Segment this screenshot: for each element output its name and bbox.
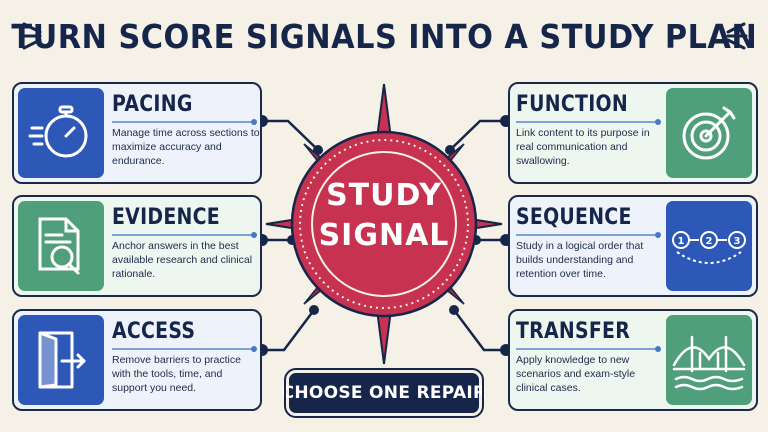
card-title: PACING (112, 92, 193, 117)
divider (112, 119, 257, 125)
stopwatch-icon (18, 88, 104, 178)
card-evidence: EVIDENCE Anchor answers in the best avai… (12, 195, 262, 297)
numbered-steps-icon: 1 2 3 (666, 201, 752, 291)
center-label-line1: STUDY (326, 178, 442, 213)
divider (516, 119, 661, 125)
card-pacing: PACING Manage time across sections to ma… (12, 82, 262, 184)
compass-emblem (265, 83, 503, 365)
page-title: TURN SCORE SIGNALS INTO A STUDY PLAN (11, 16, 757, 56)
choose-one-repair-button[interactable]: CHOOSE ONE REPAIR (282, 368, 486, 418)
divider (112, 346, 257, 352)
divider (516, 346, 661, 352)
divider (516, 232, 661, 238)
target-icon (666, 88, 752, 178)
card-access: ACCESS Remove barriers to practice with … (12, 309, 262, 411)
card-description: Anchor answers in the best available res… (112, 240, 253, 280)
card-description: Manage time across sections to maximize … (112, 127, 260, 167)
burst-lines-icon (726, 22, 748, 50)
step-label: 3 (734, 236, 741, 247)
card-transfer: TRANSFER Apply knowledge to new scenario… (508, 309, 758, 411)
step-label: 1 (678, 236, 685, 247)
center-label: STUDY SIGNAL (312, 176, 456, 256)
card-title: TRANSFER (516, 319, 631, 344)
card-title: FUNCTION (516, 92, 628, 117)
card-description: Remove barriers to practice with the too… (112, 354, 241, 394)
document-magnifier-icon (18, 201, 104, 291)
burst-lines-icon (20, 22, 42, 50)
step-label: 2 (706, 236, 713, 247)
card-sequence: SEQUENCE Study in a logical order that b… (508, 195, 758, 297)
divider (112, 232, 257, 238)
card-title: ACCESS (112, 319, 196, 344)
card-description: Study in a logical order that builds und… (516, 240, 644, 280)
card-description: Link content to its purpose in real comm… (516, 127, 650, 167)
center-label-line2: SIGNAL (318, 218, 450, 253)
door-exit-icon (18, 315, 104, 405)
card-title: EVIDENCE (112, 205, 220, 230)
bridge-icon (666, 315, 752, 405)
card-title: SEQUENCE (516, 205, 632, 230)
card-function: FUNCTION Link content to its purpose in … (508, 82, 758, 184)
title-bar: TURN SCORE SIGNALS INTO A STUDY PLAN (0, 8, 768, 64)
card-description: Apply knowledge to new scenarios and exa… (516, 354, 636, 394)
